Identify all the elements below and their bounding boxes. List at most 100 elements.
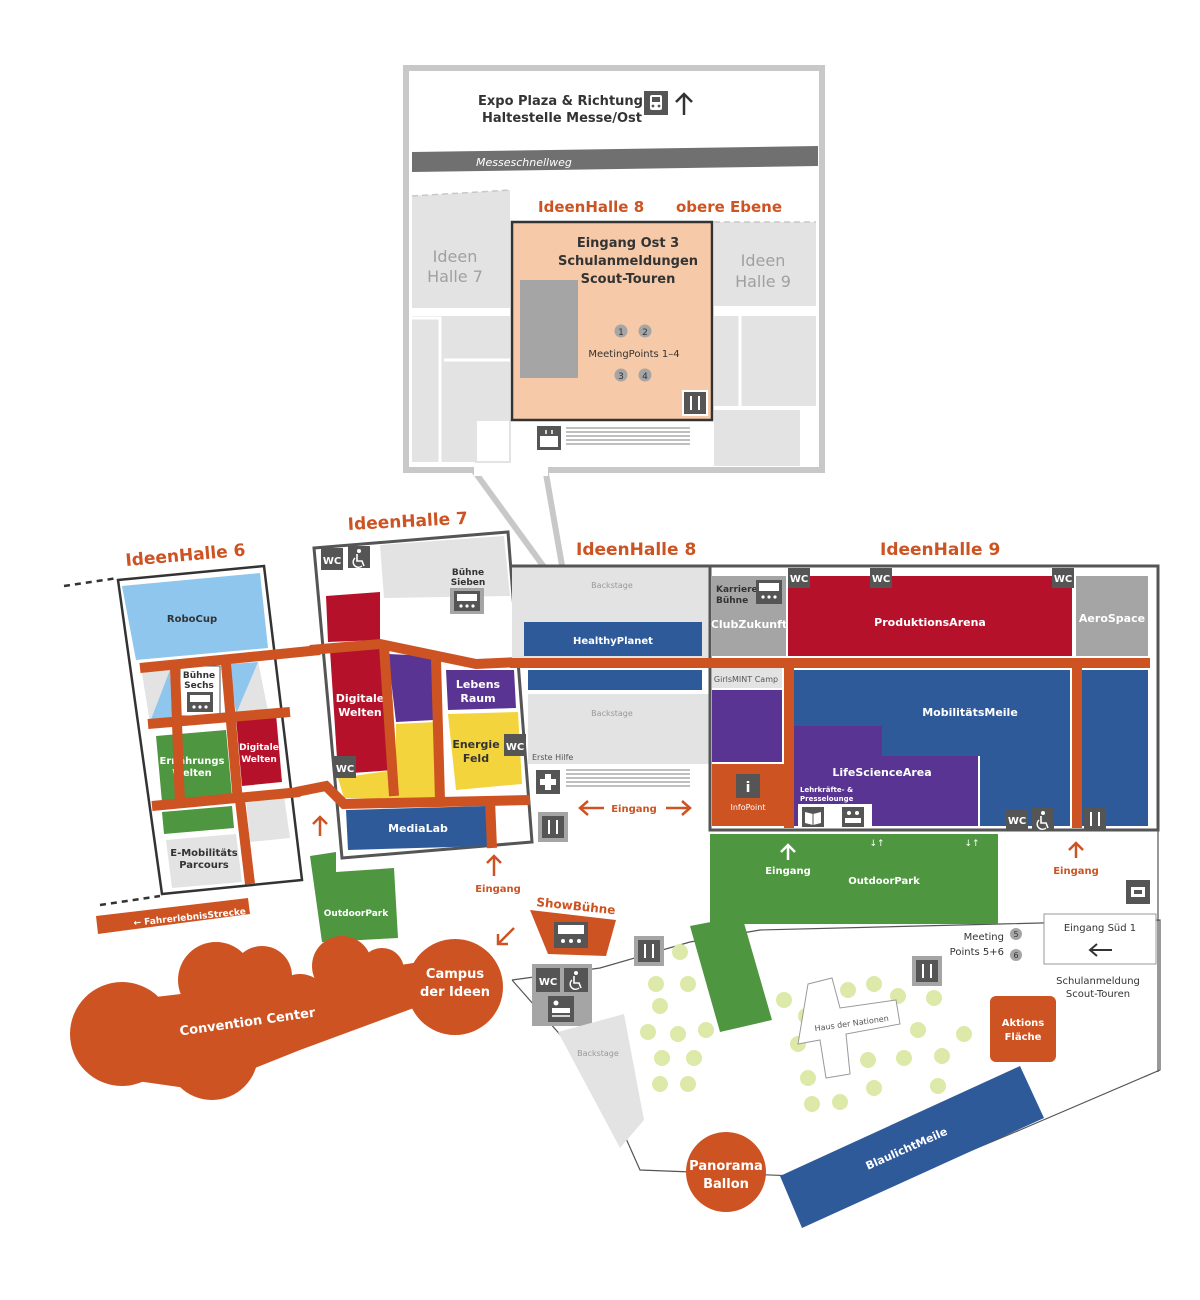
arrow-left-icon <box>578 800 604 816</box>
meeting-line2: Points 5+6 <box>950 947 1004 958</box>
book-icon <box>802 807 824 827</box>
outdoor-backstage <box>558 1014 644 1148</box>
inset-grey-block <box>520 280 578 378</box>
panorama-line1: Panorama <box>689 1159 763 1174</box>
inset-hall7 <box>412 190 510 308</box>
arrow-right-icon <box>666 800 692 816</box>
svg-text:WC: WC <box>336 764 354 775</box>
hall6-digitale <box>236 714 282 786</box>
callout-joint <box>474 460 548 476</box>
infopoint-label: InfoPoint <box>730 803 765 812</box>
hall6-emob <box>166 834 242 888</box>
restaurant-icon <box>634 936 664 966</box>
hall6-emob-line2: Parcours <box>179 860 229 871</box>
inset-road <box>412 146 818 172</box>
tram-icon <box>644 91 668 115</box>
svg-text:1: 1 <box>618 328 624 338</box>
lehr-line1: Lehrkräfte- & <box>800 786 853 794</box>
arrow-up-icon <box>312 815 328 836</box>
hall8-healthyplanet <box>524 622 702 656</box>
svg-text:WC: WC <box>1054 574 1072 585</box>
hall8-healthyplanet-label: HealthyPlanet <box>573 636 653 647</box>
outdoorpark-small <box>310 852 398 942</box>
road-label: Messeschnellweg <box>476 156 572 169</box>
svg-text:WC: WC <box>872 574 890 585</box>
arrow-up-icon <box>486 854 502 876</box>
mobilitaetsmeile-label: MobilitätsMeile <box>922 706 1018 719</box>
svg-text:3: 3 <box>618 372 624 382</box>
hall6-digitale-line1: Digitale <box>239 743 279 753</box>
hall7-digitale-line1: Digitale <box>336 692 384 705</box>
baby-change-icon <box>548 996 574 1022</box>
hall6: RoboCup Bühne Sechs Ernährungs Welten Di… <box>63 564 321 907</box>
aktions-line1: Aktions <box>1002 1018 1045 1029</box>
svg-text:6: 6 <box>1013 951 1018 960</box>
hall6-digitale-line2: Welten <box>241 755 277 765</box>
wc-icon: WC <box>504 734 526 756</box>
svg-text:Backstage: Backstage <box>591 709 633 718</box>
arrow-diag-icon <box>496 927 515 946</box>
svg-text:Backstage: Backstage <box>577 1049 619 1058</box>
girlsmint-label: GirlsMINT Camp <box>714 675 778 684</box>
inset-level: obere Ebene <box>676 198 782 216</box>
produktionsarena-label: ProduktionsArena <box>874 616 986 629</box>
hall6-robocup <box>122 573 268 660</box>
hall7-buehne-line1: Bühne <box>452 568 484 578</box>
hall6-robocup-label: RoboCup <box>167 614 217 625</box>
inset-callout: Messeschnellweg Expo Plaza & Richtung Ha… <box>403 65 825 602</box>
stage-icon <box>187 692 213 712</box>
hall7-medialab-label: MediaLab <box>388 822 448 835</box>
meeting-point-3 <box>614 368 628 382</box>
entrance-line2: Schulanmeldungen <box>558 254 698 269</box>
hall9-girlsmint <box>712 690 782 762</box>
campus-line1: Campus <box>426 967 484 982</box>
stair-arrows: ↓↑ <box>869 839 884 849</box>
hall8: Backstage HealthyPlanet Backstage Erste … <box>512 566 710 842</box>
meeting-point-2 <box>638 324 652 338</box>
clubzukunft-label: ClubZukunft <box>711 618 787 631</box>
hall7-digitale <box>330 646 394 774</box>
schul-line1: Schulanmeldung <box>1056 976 1140 987</box>
hall6-ernaehrung-line1: Ernährungs <box>159 756 224 767</box>
stage-icon <box>756 580 782 604</box>
hall9-aerospace <box>1076 576 1148 656</box>
stair-arrows: ↓↑ <box>964 839 979 849</box>
lifescience-label: LifeScienceArea <box>832 766 931 779</box>
hall8-backstage-mid <box>528 694 710 764</box>
entrance-line1: Eingang Ost 3 <box>577 236 679 251</box>
meeting-point-4 <box>638 368 652 382</box>
svg-text:WC: WC <box>323 556 341 567</box>
schul-line2: Scout-Touren <box>1066 989 1130 1000</box>
wc-icon: WC <box>536 968 560 992</box>
eingang-right-label: Eingang <box>1053 866 1099 877</box>
stairs <box>566 427 690 445</box>
arrow-up-icon <box>780 843 796 860</box>
direction-line2: Haltestelle Messe/Ost <box>482 111 642 126</box>
hall7-digitale-line2: Welten <box>338 706 382 719</box>
hall7-lebensraum <box>446 670 516 710</box>
hall9: Karriere Bühne ClubZukunft ProduktionsAr… <box>510 564 1160 832</box>
restaurant-icon <box>682 390 708 416</box>
fahrerlebnis-strip <box>96 898 250 934</box>
aktions-line2: Fläche <box>1005 1032 1042 1043</box>
karriere-line2: Bühne <box>716 596 748 606</box>
outdoorpark-big-label: OutdoorPark <box>848 876 920 887</box>
eingang-sued-box <box>1043 913 1157 965</box>
accessible-icon <box>348 546 370 569</box>
eingang-hall8-label: Eingang <box>611 804 657 815</box>
wc-icon: WC <box>321 548 343 570</box>
hall9-title: IdeenHalle 9 <box>880 540 1000 560</box>
outdoorpark-big <box>710 834 998 924</box>
hall9-produktionsarena <box>788 576 1072 656</box>
direction-line1: Expo Plaza & Richtung <box>478 94 643 109</box>
hall6-buehne-line2: Sechs <box>184 681 214 691</box>
arrow-up-icon <box>675 92 693 115</box>
inset-hall9 <box>714 222 816 306</box>
eingang-sued-label: Eingang Süd 1 <box>1064 923 1136 934</box>
restaurant-icon <box>912 956 942 986</box>
first-aid-icon <box>536 770 560 794</box>
info-icon: i <box>736 774 760 798</box>
lehr-line2: Presselounge <box>800 795 854 803</box>
wc-icon: WC <box>1052 568 1074 588</box>
hall6-title: IdeenHalle 6 <box>125 541 247 571</box>
